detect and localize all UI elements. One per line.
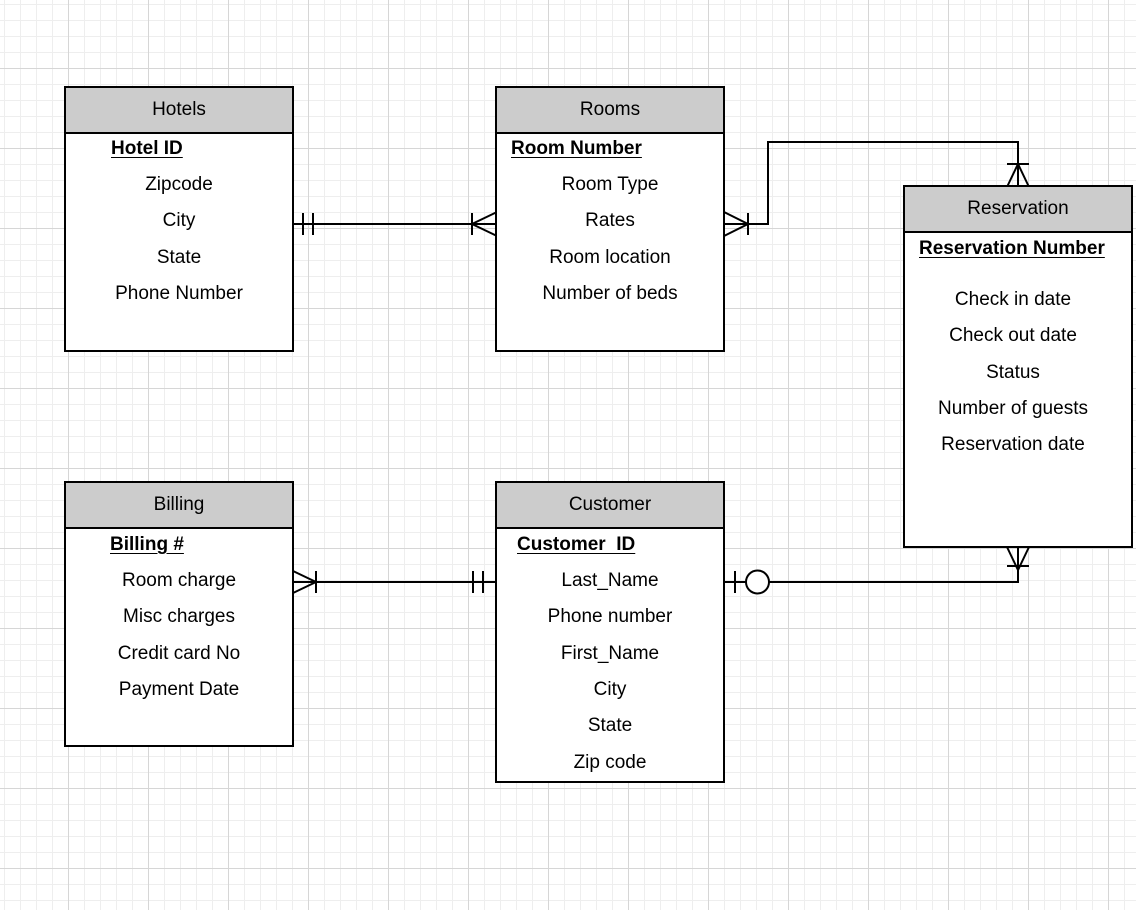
reservation-attribute: Number of guests [938,398,1088,419]
crows-foot [1006,546,1030,573]
rooms-attribute: Rates [585,210,635,231]
reservation-attribute: Status [986,362,1040,383]
billing-attribute: Credit card No [117,643,241,664]
hotels-attribute: City [162,210,196,231]
reservation-attribute: Check in date [954,289,1072,310]
customer-attribute: Zip code [573,752,647,773]
rooms-primary-key: Room Number [511,138,642,159]
reservation-primary-key: Reservation Number [919,238,1105,259]
crows-foot [469,211,498,237]
reservation-attribute: Check out date [949,325,1077,346]
customer-primary-key: Customer ID [517,534,636,555]
customer-attribute: State [587,715,633,736]
customer-attribute: Last_Name [561,570,659,591]
hotels-attribute: Zipcode [145,174,213,195]
hotels-attribute: State [156,247,202,268]
billing-customer-connector[interactable] [292,570,497,594]
hotels-title: Hotels [66,88,292,134]
reservation-title: Reservation [905,187,1131,233]
reservation-attribute: Reservation date [941,434,1085,455]
zero-circle [745,569,770,595]
customer-attribute: First_Name [560,643,660,664]
reservation-entity[interactable]: Reservation Reservation Number Check in … [903,185,1133,548]
hotels-entity[interactable]: Hotels Hotel ID Zipcode City State Phone… [64,86,294,352]
hotels-rooms-connector[interactable] [293,211,498,237]
customer-title: Customer [497,483,723,529]
customer-attribute: City [593,679,627,700]
billing-attribute: Payment Date [118,679,240,700]
customer-reservation-connector[interactable] [724,546,1030,595]
rooms-entity[interactable]: Rooms Room Number Room Type Rates Room l… [495,86,725,352]
rooms-attribute: Number of beds [542,283,678,304]
billing-primary-key: Billing # [110,534,184,555]
hotels-attribute: Phone Number [115,283,243,304]
customer-attribute: Phone number [547,606,673,627]
billing-entity[interactable]: Billing Billing # Room charge Misc charg… [64,481,294,747]
billing-attribute: Room charge [121,570,237,591]
billing-attribute: Misc charges [123,606,235,627]
rooms-reservation-connector[interactable] [723,141,1030,237]
hotels-primary-key: Hotel ID [111,138,183,159]
customer-entity[interactable]: Customer Customer ID Last_Name Phone num… [495,481,725,783]
rooms-attribute: Room location [549,247,671,268]
rooms-title: Rooms [497,88,723,134]
billing-title: Billing [66,483,292,529]
rooms-attribute: Room Type [561,174,659,195]
